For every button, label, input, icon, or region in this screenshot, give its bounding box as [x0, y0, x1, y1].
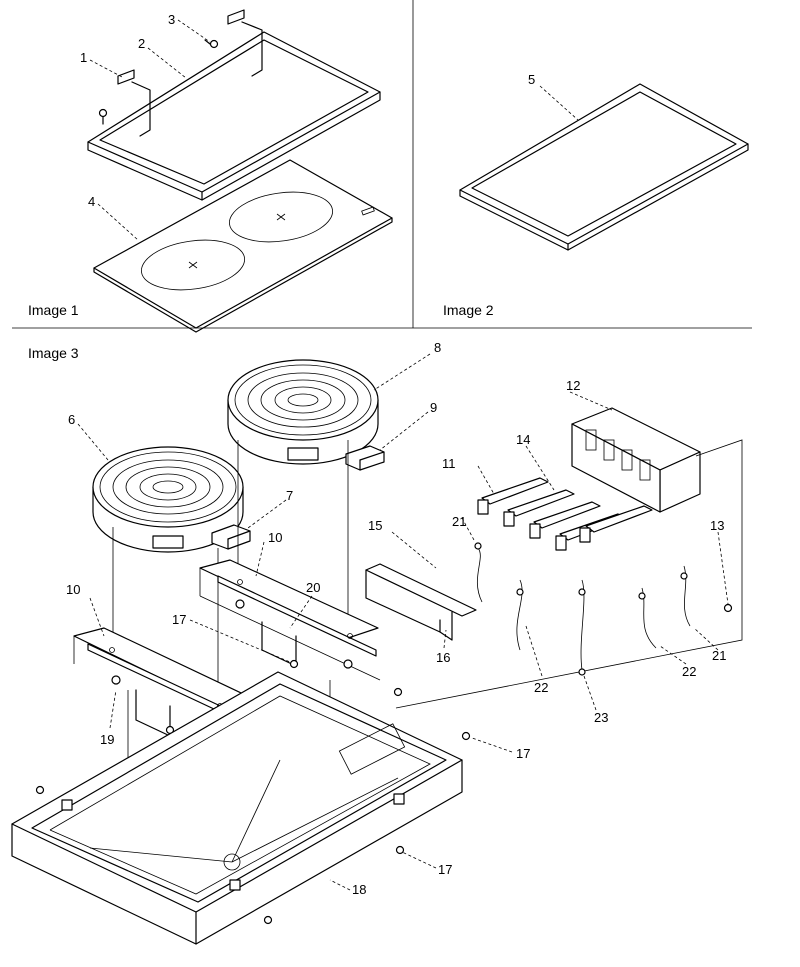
- housing-screws: [35, 731, 471, 925]
- callout-20: 20: [306, 580, 320, 595]
- panel-label-1: Image 1: [28, 302, 79, 318]
- limiter-7: [211, 524, 251, 550]
- callout-12: 12: [566, 378, 580, 393]
- callout-23: 23: [594, 710, 608, 725]
- burner-8: [227, 359, 379, 465]
- callout-21-right: 21: [712, 648, 726, 663]
- callout-5: 5: [528, 72, 535, 87]
- burner-6: [92, 446, 244, 553]
- panel-label-3: Image 3: [28, 345, 79, 361]
- callout-22-left: 22: [534, 680, 548, 695]
- wire-leads: [477, 477, 653, 551]
- burner-bracket-back: [199, 559, 381, 681]
- callout-15: 15: [368, 518, 382, 533]
- leader-lines: [77, 19, 729, 891]
- callout-6: 6: [68, 412, 75, 427]
- callout-14: 14: [516, 432, 530, 447]
- callout-9: 9: [430, 400, 437, 415]
- mounting-bracket: [365, 563, 477, 641]
- callout-17-top: 17: [172, 612, 186, 627]
- trim-frame: [87, 31, 381, 201]
- callout-21-left: 21: [452, 514, 466, 529]
- trim-screws: [98, 39, 219, 125]
- spring-clips: [135, 621, 297, 737]
- terminal-wires: [474, 542, 733, 676]
- cooktop-box: [11, 671, 463, 945]
- callout-7: 7: [286, 488, 293, 503]
- callout-13: 13: [710, 518, 724, 533]
- callout-17-bottom: 17: [438, 862, 452, 877]
- callout-17-right: 17: [516, 746, 530, 761]
- terminal-panel: [395, 439, 743, 709]
- panel-label-2: Image 2: [443, 302, 494, 318]
- panel-dividers: [12, 0, 752, 329]
- limiter-9: [345, 445, 385, 471]
- callout-11: 11: [442, 456, 456, 471]
- glass-cooktop: [93, 159, 393, 333]
- callout-10-front: 10: [66, 582, 80, 597]
- hold-down-clips: [117, 9, 263, 137]
- callout-16: 16: [436, 650, 450, 665]
- callout-1: 1: [80, 50, 87, 65]
- callout-4: 4: [88, 194, 95, 209]
- callout-10-back: 10: [268, 530, 282, 545]
- callout-18: 18: [352, 882, 366, 897]
- callout-2: 2: [138, 36, 145, 51]
- cooktop-assembly: [459, 83, 749, 251]
- callout-22-right: 22: [682, 664, 696, 679]
- terminal-block: [571, 407, 701, 513]
- callout-3: 3: [168, 12, 175, 27]
- callout-8: 8: [434, 340, 441, 355]
- callout-19: 19: [100, 732, 114, 747]
